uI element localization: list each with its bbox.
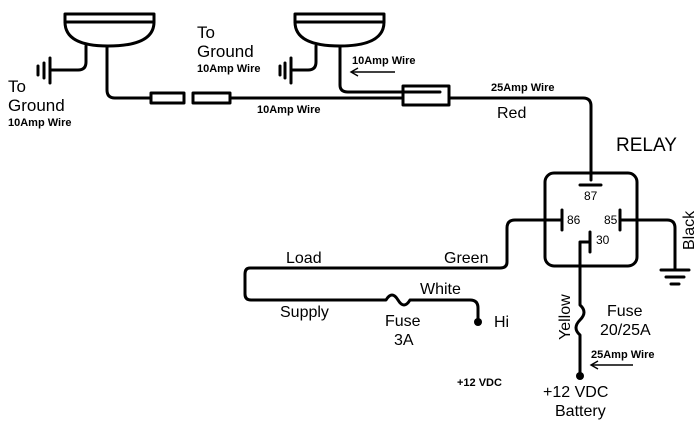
wire-load-supply <box>243 218 564 324</box>
label-supply: Supply <box>280 304 329 321</box>
label-lamp2-wire: 10Amp Wire <box>352 55 415 67</box>
label-red: Red <box>497 105 526 122</box>
label-to-mid: To <box>197 23 215 42</box>
label-wire-mid: 10Amp Wire <box>197 63 260 75</box>
label-vdc-left: +12 VDC <box>457 377 502 389</box>
label-yellow: Yellow <box>557 294 574 340</box>
connector-1 <box>149 91 186 105</box>
label-load: Load <box>286 250 322 267</box>
pin-85-label: 85 <box>604 213 618 227</box>
ground-symbol-mid <box>278 44 318 85</box>
label-green: Green <box>444 250 488 267</box>
battery-terminal <box>576 372 584 380</box>
ground-symbol-left <box>36 44 88 85</box>
pin-30-label: 30 <box>596 233 610 247</box>
label-fuse-main: Fuse <box>607 303 643 320</box>
label-25amp-bottom: 25Amp Wire <box>591 349 654 361</box>
pin-87-label: 87 <box>584 189 598 203</box>
label-fuse-small: Fuse <box>385 313 421 330</box>
arrow-10amp <box>349 67 395 77</box>
label-battery-vdc: +12 VDC <box>543 384 608 401</box>
lamp-left <box>63 12 156 48</box>
label-bottom-wire: 10Amp Wire <box>257 104 320 116</box>
pin-86-label: 86 <box>567 213 581 227</box>
splice-connector <box>401 84 451 107</box>
label-black: Black <box>681 210 698 250</box>
label-white: White <box>420 281 461 298</box>
wire-red <box>447 96 593 182</box>
label-wire: 10Amp Wire <box>8 117 71 129</box>
lamp-right <box>293 12 386 48</box>
label-to: To <box>8 77 26 96</box>
connector-2 <box>191 91 232 105</box>
wire-lamp-left <box>105 44 153 100</box>
label-fuse-small-rating: 3A <box>394 332 414 349</box>
wire-yellow <box>574 240 592 378</box>
wire-lamp-right <box>338 44 442 94</box>
hi-terminal <box>474 318 482 326</box>
arrow-25amp <box>589 360 633 370</box>
ground-symbol-relay <box>659 268 691 286</box>
label-battery: Battery <box>555 403 606 420</box>
wire-black <box>618 218 677 272</box>
label-ground: Ground <box>8 96 65 115</box>
relay-title: RELAY <box>616 135 677 156</box>
label-ground-mid: Ground <box>197 42 254 61</box>
label-fuse-main-rating: 20/25A <box>600 322 651 339</box>
label-hi: Hi <box>494 314 509 331</box>
label-25amp-top: 25Amp Wire <box>491 82 554 94</box>
